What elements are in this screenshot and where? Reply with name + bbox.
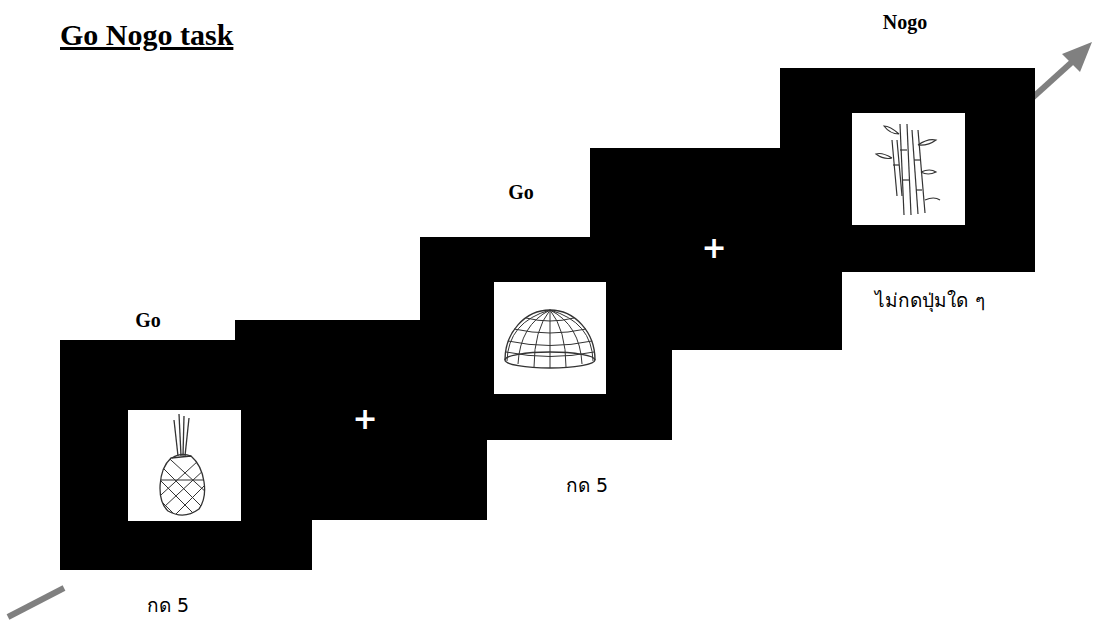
stimulus-card: [852, 113, 965, 225]
flow-arrow-tail: [8, 588, 64, 617]
task-screen: Nogoไม่กดปุ่มใด ๆ: [780, 68, 1035, 272]
bamboo-picture: [876, 124, 940, 215]
screen: [780, 68, 1035, 272]
trial-type-label: Go: [135, 309, 161, 332]
stimulus-card: [494, 282, 606, 394]
trial-type-label: Nogo: [883, 11, 927, 34]
trial-type-label: Go: [508, 181, 534, 204]
fixation-cross: +: [701, 230, 726, 265]
task-screen: Goกด 5: [420, 237, 672, 440]
response-instruction: กด 5: [566, 470, 608, 500]
task-screen: +: [590, 148, 842, 350]
diagram-title: Go Nogo task: [60, 18, 233, 52]
flow-arrow-shaft: [1030, 62, 1072, 100]
task-screen: +: [235, 320, 487, 520]
net-bag-picture: [150, 414, 220, 540]
fixation-cross: +: [352, 401, 377, 436]
task-screen: Goกด 5: [60, 340, 312, 570]
response-instruction: ไม่กดปุ่มใด ๆ: [875, 285, 984, 315]
flow-arrow-head: [1062, 42, 1092, 72]
response-instruction: กด 5: [147, 590, 189, 620]
dome-picture: [505, 310, 595, 368]
